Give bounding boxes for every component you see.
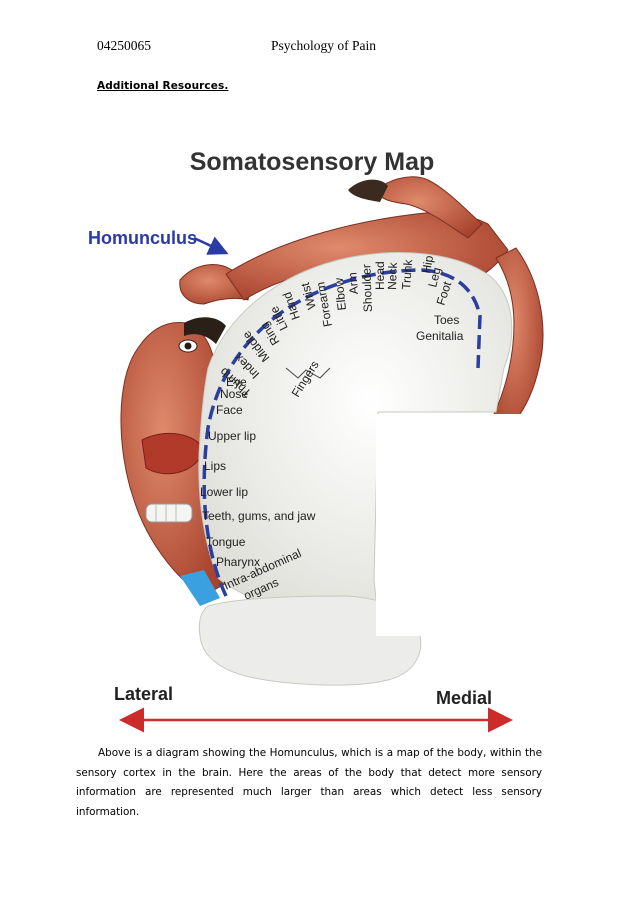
somatosensory-map-svg: Somatosensory Map Homunculus — [88, 148, 560, 733]
somatosensory-map-figure: Somatosensory Map Homunculus — [76, 128, 560, 740]
label-lower-lip: Lower lip — [200, 485, 248, 499]
figure-caption: Above is a diagram showing the Homunculu… — [76, 744, 542, 822]
header-document-id: 04250065 — [97, 38, 151, 53]
label-nose: Nose — [220, 387, 248, 401]
label-leg: Leg — [425, 266, 443, 289]
label-trunk: Trunk — [399, 258, 415, 290]
label-genitalia: Genitalia — [416, 329, 464, 343]
label-elbow: Elbow — [332, 277, 349, 311]
homunculus-label: Homunculus — [88, 228, 197, 248]
sensory-scale-arc — [202, 268, 482, 597]
label-neck: Neck — [385, 261, 400, 290]
brain-cross-section — [198, 252, 560, 686]
homunculus-pointer-arrow — [193, 236, 229, 255]
label-teeth-gums-jaw: Teeth, gums, and jaw — [202, 509, 316, 523]
section-heading: Additional Resources. — [97, 80, 229, 92]
header-document-title: Psychology of Pain — [271, 38, 377, 53]
axis-label-medial: Medial — [436, 688, 492, 708]
label-upper-lip: Upper lip — [208, 429, 256, 443]
label-pharynx: Pharynx — [216, 555, 260, 569]
label-toes: Toes — [434, 313, 459, 327]
label-arm: Arm — [345, 272, 361, 295]
figure-title: Somatosensory Map — [190, 148, 435, 176]
label-lips: Lips — [204, 459, 226, 473]
caption-paragraph: Above is a diagram showing the Homunculu… — [76, 747, 542, 818]
label-shoulder: Shoulder — [359, 264, 375, 313]
label-hip: Hip — [419, 254, 436, 274]
label-tongue: Tongue — [206, 535, 246, 549]
label-eye: Eye — [226, 375, 247, 389]
axis-label-lateral: Lateral — [114, 684, 173, 704]
label-head: Head — [373, 261, 387, 290]
label-face: Face — [216, 403, 243, 417]
